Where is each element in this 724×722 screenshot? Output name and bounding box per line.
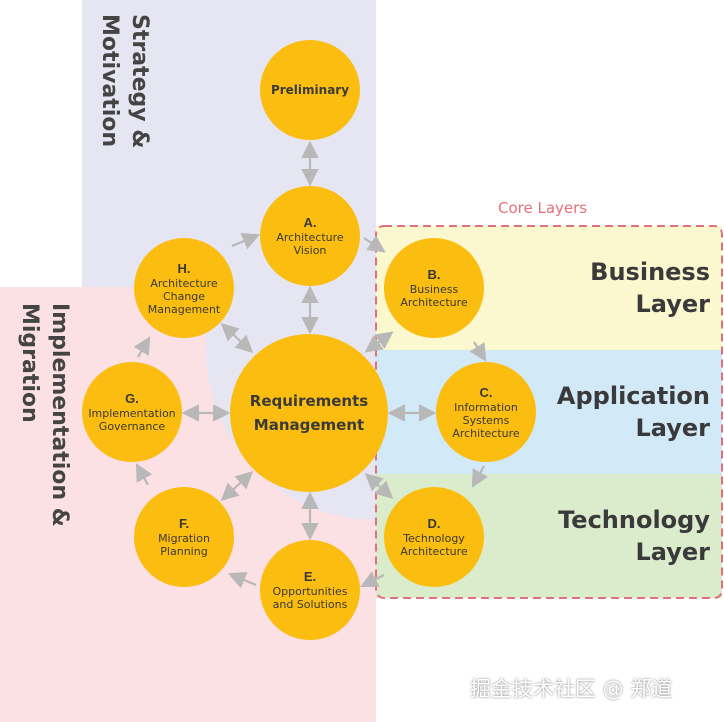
node-name: Implementation Governance — [88, 407, 176, 433]
node-name: Information Systems Architecture — [452, 400, 520, 440]
c-d-arrow — [471, 465, 489, 488]
core-layers-title: Core Layers — [498, 199, 588, 217]
architecture-vision-node[interactable]: A. Architecture Vision — [260, 186, 360, 286]
node-name: Requirements Management — [249, 392, 369, 434]
node-letter: E. — [303, 569, 317, 584]
application-layer-label: Application Layer — [556, 382, 710, 442]
node-letter: B. — [427, 267, 441, 282]
node-name: Opportunities and Solutions — [272, 585, 348, 611]
node-letter: F. — [178, 516, 190, 531]
architecture-change-management-node[interactable]: H. Architecture Change Management — [134, 238, 234, 338]
strategy-motivation-label: Strategy & Motivation — [97, 14, 152, 149]
opportunities-solutions-node[interactable]: E. Opportunities and Solutions — [260, 540, 360, 640]
implementation-migration-label: Implementation & Migration — [17, 303, 72, 527]
node-name: Migration Planning — [158, 532, 210, 558]
connector-arrows — [133, 140, 489, 589]
information-systems-architecture-node[interactable]: C. Information Systems Architecture — [436, 362, 536, 462]
core-layers-border — [375, 225, 723, 599]
technology-architecture-node[interactable]: D. Technology Architecture — [384, 487, 484, 587]
node-name: Business Architecture — [400, 283, 468, 309]
migration-planning-node[interactable]: F. Migration Planning — [134, 487, 234, 587]
node-name: Architecture Vision — [276, 231, 344, 257]
d-e-arrow — [360, 571, 385, 587]
node-name: Preliminary — [270, 82, 350, 97]
node-letter: G. — [125, 391, 139, 406]
h-req-arrow — [220, 323, 254, 353]
node-letter: D. — [427, 516, 441, 531]
h-a-arrow — [231, 232, 261, 250]
node-name: Technology Architecture — [400, 532, 468, 558]
requirements-management-node[interactable]: Requirements Management — [230, 334, 388, 492]
node-letter: A. — [303, 215, 317, 230]
implementation-governance-node[interactable]: G. Implementation Governance — [82, 362, 182, 462]
business-architecture-node[interactable]: B. Business Architecture — [384, 238, 484, 338]
req-d-arrow — [364, 473, 394, 499]
business-layer-label: Business Layer — [590, 258, 710, 318]
f-req-arrow — [220, 471, 254, 501]
technology-layer-label: Technology Layer — [558, 506, 710, 566]
a-b-arrow — [363, 235, 386, 253]
preliminary-node[interactable]: Preliminary — [260, 40, 360, 140]
f-g-arrow — [135, 463, 153, 486]
g-h-arrow — [133, 336, 151, 358]
e-f-arrow — [227, 571, 257, 589]
req-b-arrow — [364, 331, 394, 353]
b-c-arrow — [469, 341, 487, 362]
watermark: 掘金技术社区 @ 郑道 — [470, 677, 673, 701]
node-letter: C. — [479, 384, 493, 400]
node-name: Architecture Change Management — [147, 276, 221, 316]
node-letter: H. — [177, 260, 191, 276]
